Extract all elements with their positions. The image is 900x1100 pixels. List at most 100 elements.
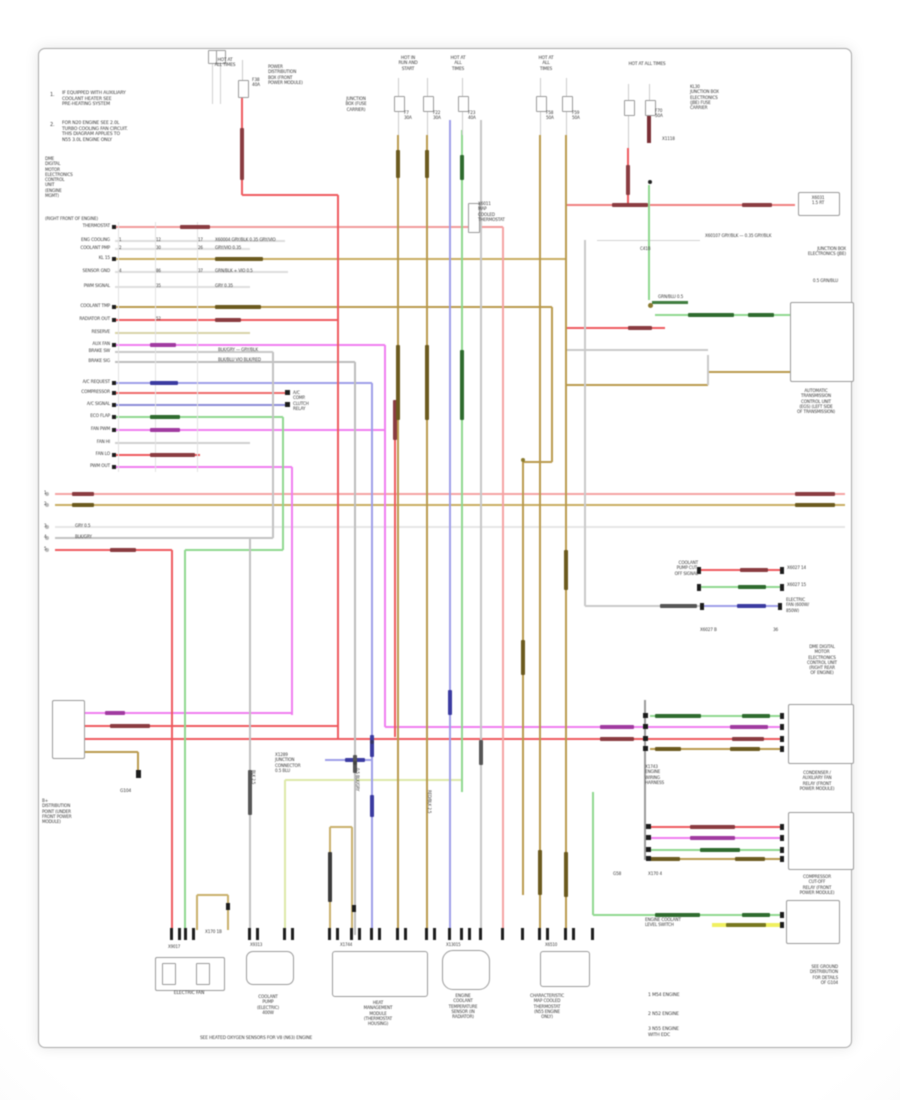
wire-label (150, 414, 180, 420)
diagram-text: HEAT MANAGEMENT MODULE (THERMOSTAT HOUSI… (363, 1000, 393, 1026)
connector-tick (479, 928, 482, 940)
connector-tick (564, 928, 567, 940)
wire-segment (397, 135, 399, 930)
connector-tick (291, 928, 294, 940)
diagram-text: 3 N55 ENGINE WITH EDC (648, 1027, 679, 1038)
wire-label (795, 502, 835, 508)
connector-tick (468, 928, 471, 940)
junction-dot (353, 761, 357, 765)
diagram-text: BRAKE SW (88, 349, 111, 354)
wire-label (369, 795, 375, 817)
diagram-text: GRY/VIO 0.35 (215, 245, 242, 250)
connector-tick (501, 928, 504, 940)
diagram-text: PWM OUT (89, 464, 110, 469)
component-box (162, 963, 176, 985)
diagram-text: X170 1B (205, 929, 222, 934)
wire-label (612, 202, 648, 208)
connector-tick (780, 856, 784, 862)
wire-segment (627, 114, 629, 148)
connector-tick (460, 928, 463, 940)
wire-segment (285, 779, 462, 781)
wire-segment (384, 345, 386, 727)
wire-label (742, 912, 770, 918)
diagram-text: SEE HEATED OXYGEN SENSORS FOR V8 (N63) E… (200, 1036, 313, 1041)
diagram-text: 5 (44, 546, 47, 551)
diagram-text: ENGINE COOLANT TEMPERATURE SENSOR (IN RA… (448, 993, 478, 1019)
diagram-text: 0.5 GRN/BLU (812, 278, 838, 283)
junction-dot (647, 302, 653, 308)
diagram-text: X6031 1.5 RT (811, 195, 825, 206)
junction-dot (521, 458, 525, 462)
diagram-text: THERMOSTAT (82, 224, 111, 229)
connector-tick (112, 465, 116, 469)
wire-segment (249, 538, 251, 935)
diagram-text: GRY 0.5 (75, 523, 91, 528)
diagram-text: 4 (44, 534, 47, 539)
diagram-text: ENGINE COOLANT LEVEL SWITCH (645, 917, 681, 928)
component-box (645, 100, 656, 116)
diagram-text: X1744 (340, 942, 353, 947)
wire-segment (242, 194, 338, 196)
connector-tick (112, 428, 116, 432)
diagram-text: 2 N52 ENGINE (648, 1012, 679, 1017)
connector-tick (256, 928, 259, 940)
connector-tick (285, 402, 290, 407)
wire-segment (539, 78, 541, 100)
component-box (468, 203, 480, 233)
diagram-text: BLK/GRY (75, 534, 92, 539)
connector-tick (780, 724, 784, 730)
junction-dot (45, 525, 49, 529)
wire-segment (115, 382, 372, 384)
diagram-page-frame (38, 48, 852, 1048)
diagram-text: (RIGHT FRONT OF ENGINE) (45, 216, 98, 221)
wire-segment (83, 725, 338, 727)
connector-tick (112, 415, 116, 419)
wire-label (215, 304, 261, 310)
wire-segment (566, 349, 708, 351)
connector-tick (780, 567, 784, 574)
wire-segment (449, 120, 451, 935)
diagram-text: 1. (50, 92, 55, 98)
wire-segment (647, 114, 651, 143)
wire-segment (83, 751, 138, 753)
component-box (332, 951, 428, 997)
wire-segment (272, 352, 274, 538)
wire-segment (539, 110, 541, 135)
connector-tick (433, 928, 436, 940)
wire-segment (650, 715, 782, 717)
wire-segment (397, 78, 399, 100)
diagram-text: KL 15 (98, 256, 110, 261)
connector-tick (283, 928, 286, 940)
wire-segment (115, 332, 250, 334)
component-box (196, 963, 210, 985)
wire-segment (351, 827, 353, 930)
wire-segment (115, 416, 283, 418)
wire-segment (115, 286, 250, 288)
diagram-text: 35 (156, 283, 161, 288)
wire-segment (551, 307, 553, 462)
wire-label (650, 856, 680, 862)
diagram-text: COOLANT PUMP CUT- OFF SIGNAL (674, 560, 699, 576)
connector-tick (112, 257, 116, 261)
wire-segment (185, 549, 283, 551)
wire-segment (522, 462, 524, 895)
component-box (442, 950, 490, 990)
wire-segment (585, 605, 700, 607)
junction-dot (648, 180, 652, 184)
diagram-text: AUX FAN (92, 342, 110, 347)
wire-segment (115, 351, 273, 353)
wire-segment (115, 361, 355, 363)
connector-tick (572, 928, 575, 940)
wire-segment (708, 371, 790, 373)
wire-label (369, 735, 375, 757)
connector-tick (184, 928, 187, 940)
diagram-text: CONDENSER / AUXILIARY FAN RELAY (FRONT P… (799, 770, 835, 791)
component-box (788, 812, 854, 870)
wire-label (110, 547, 136, 553)
connector-tick (780, 922, 784, 928)
wire-segment (241, 60, 243, 80)
wire-segment (284, 780, 286, 930)
diagram-text: BLK 2.5 (251, 770, 256, 785)
wire-segment (371, 383, 373, 935)
wire-label (795, 491, 835, 497)
